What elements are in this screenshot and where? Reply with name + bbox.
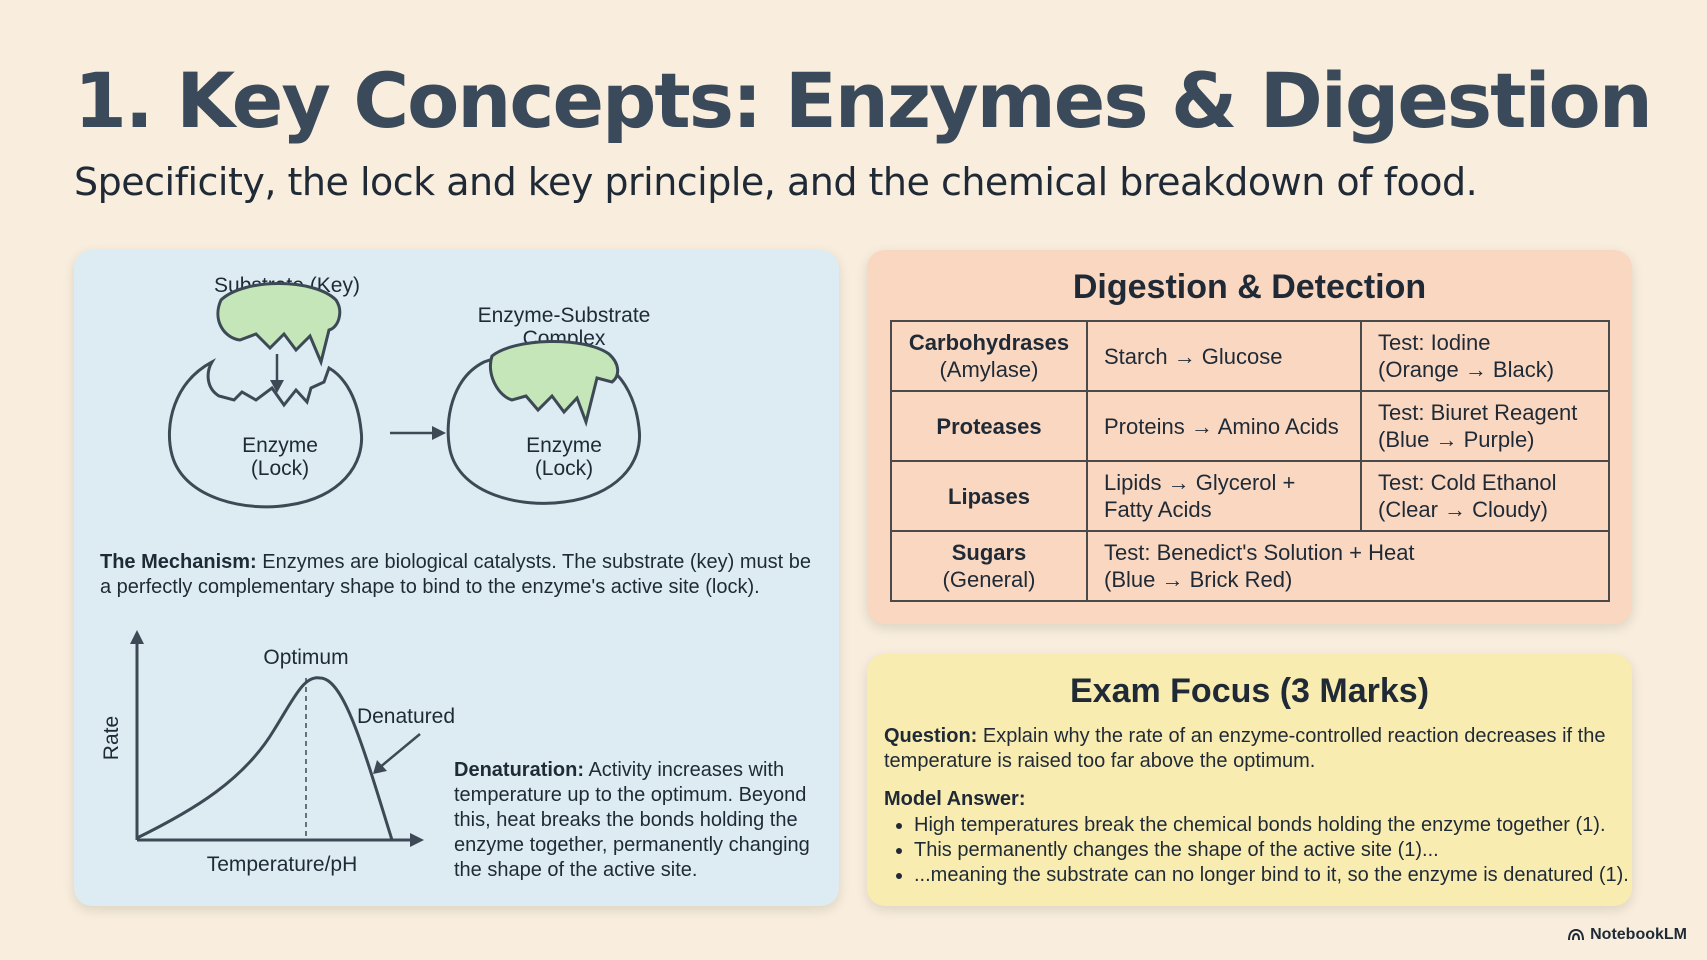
denaturation-body: Activity increases with temperature up t…	[454, 759, 810, 881]
lock-label: (Lock)	[535, 457, 593, 480]
digestion-title: Digestion & Detection	[1072, 268, 1427, 306]
lock-and-key-diagram: Substrate (Key) Enzyme (Lock) Enzyme-Sub…	[100, 274, 651, 876]
exam-title: Exam Focus (3 Marks)	[1069, 672, 1430, 710]
brand-mark: NotebookLM	[1568, 926, 1687, 944]
substrate-shape	[216, 282, 342, 367]
digestion-table: Carbohydrases(Amylase) Starch → Glucose …	[890, 320, 1610, 602]
digestion-card: Digestion & Detection Carbohydrases(Amyl…	[867, 250, 1632, 624]
enzyme-lock-shape	[167, 358, 364, 509]
page-title: 1. Key Concepts: Enzymes & Digestion	[74, 56, 1653, 145]
table-row: Sugars(General) Test: Benedict's Solutio…	[890, 530, 1610, 602]
table-row: Lipases Lipids → Glycerol + Fatty Acids …	[890, 460, 1610, 532]
model-answer-label: Model Answer:	[884, 788, 1026, 810]
denatured-label: Denatured	[357, 705, 455, 728]
enzyme-label: Enzyme	[242, 434, 318, 457]
mechanism-text: The Mechanism: Enzymes are biological ca…	[100, 550, 820, 600]
table-row: Proteases Proteins → Amino Acids Test: B…	[890, 390, 1610, 462]
brand-name: NotebookLM	[1590, 926, 1687, 943]
lock-label: (Lock)	[251, 457, 309, 480]
rate-graph: Optimum Denatured Rate Temperature/pH	[100, 630, 455, 876]
exam-question: Question: Explain why the rate of an enz…	[884, 724, 1624, 774]
table-row: Carbohydrases(Amylase) Starch → Glucose …	[890, 320, 1610, 392]
enzyme-cell: Carbohydrases(Amylase)	[890, 320, 1088, 392]
bound-substrate-shape	[489, 340, 620, 428]
list-item: ...meaning the substrate can no longer b…	[914, 863, 1644, 888]
denaturation-text: Denaturation: Activity increases with te…	[454, 758, 824, 883]
test-cell: Test: Benedict's Solution + Heat(Blue → …	[1086, 530, 1610, 602]
reaction-cell: Starch → Glucose	[1086, 320, 1362, 392]
test-cell: Test: Cold Ethanol(Clear → Cloudy)	[1360, 460, 1610, 532]
denaturation-label: Denaturation:	[454, 759, 584, 781]
mechanism-label: The Mechanism:	[100, 551, 257, 573]
rate-curve	[136, 676, 394, 841]
model-answer-list: High temperatures break the chemical bon…	[884, 813, 1644, 888]
enzyme-cell: Lipases	[890, 460, 1088, 532]
enzyme-cell: Sugars(General)	[890, 530, 1088, 602]
enzyme-cell: Proteases	[890, 390, 1088, 462]
notebooklm-logo-icon	[1568, 929, 1585, 941]
complex-label: Enzyme-Substrate	[478, 304, 651, 327]
test-cell: Test: Biuret Reagent(Blue → Purple)	[1360, 390, 1610, 462]
enzyme-label: Enzyme	[526, 434, 602, 457]
list-item: This permanently changes the shape of th…	[914, 838, 1644, 863]
exam-focus-card: Exam Focus (3 Marks) Question: Explain w…	[867, 654, 1632, 906]
page-subtitle: Specificity, the lock and key principle,…	[74, 160, 1478, 204]
test-cell: Test: Iodine(Orange → Black)	[1360, 320, 1610, 392]
y-axis-label: Rate	[100, 716, 123, 760]
optimum-label: Optimum	[263, 646, 348, 669]
x-axis-label: Temperature/pH	[207, 853, 358, 876]
question-body: Explain why the rate of an enzyme-contro…	[884, 725, 1606, 772]
reaction-cell: Lipids → Glycerol + Fatty Acids	[1086, 460, 1362, 532]
list-item: High temperatures break the chemical bon…	[914, 813, 1644, 838]
mechanism-body: Enzymes are biological catalysts. The su…	[100, 551, 812, 598]
lock-and-key-card: Substrate (Key) Enzyme (Lock) Enzyme-Sub…	[74, 250, 839, 906]
reaction-cell: Proteins → Amino Acids	[1086, 390, 1362, 462]
question-label: Question:	[884, 725, 978, 747]
